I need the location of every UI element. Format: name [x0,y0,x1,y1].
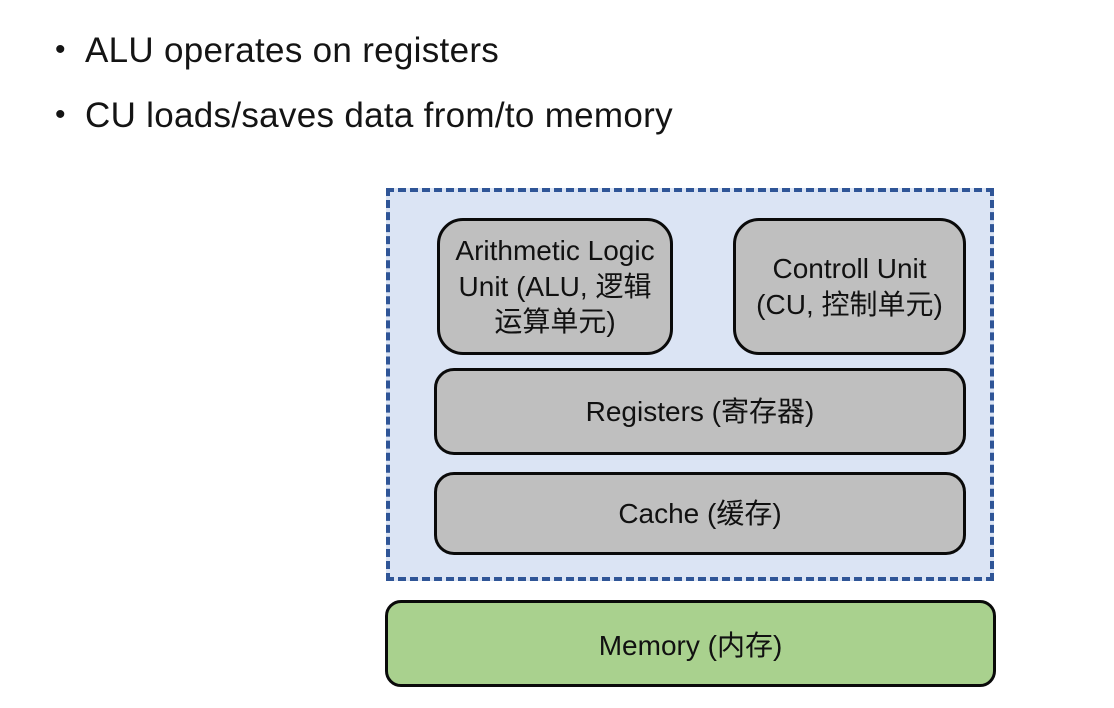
registers-block: Registers (寄存器) [434,368,966,455]
alu-label-line1: Arithmetic Logic [455,234,655,266]
cpu-dashed-container: Arithmetic Logic Unit (ALU, 逻辑 运算单元) Con… [386,188,994,581]
bullet-item-alu: • ALU operates on registers [55,30,955,72]
bullet-text-cu: CU loads/saves data from/to memory [85,96,673,135]
cache-label: Cache (缓存) [618,497,782,529]
alu-label-line3: 运算单元) [494,306,616,338]
bullet-icon: • [55,33,66,66]
alu-block: Arithmetic Logic Unit (ALU, 逻辑 运算单元) [437,218,673,355]
bullet-item-cu: • CU loads/saves data from/to memory [55,95,955,137]
cu-label-line1: Controll Unit [772,252,927,284]
cu-label-line2: (CU, 控制单元) [756,288,943,320]
registers-label: Registers (寄存器) [585,395,815,427]
bullet-icon: • [55,98,66,131]
memory-block: Memory (内存) [385,600,996,687]
bullet-text-alu: ALU operates on registers [85,31,500,70]
cache-block: Cache (缓存) [434,472,966,555]
bullet-list: • ALU operates on registers • CU loads/s… [55,30,955,160]
control-unit-block: Controll Unit (CU, 控制单元) [733,218,966,355]
memory-label: Memory (内存) [598,629,783,661]
alu-label-line2: Unit (ALU, 逻辑 [458,270,652,302]
